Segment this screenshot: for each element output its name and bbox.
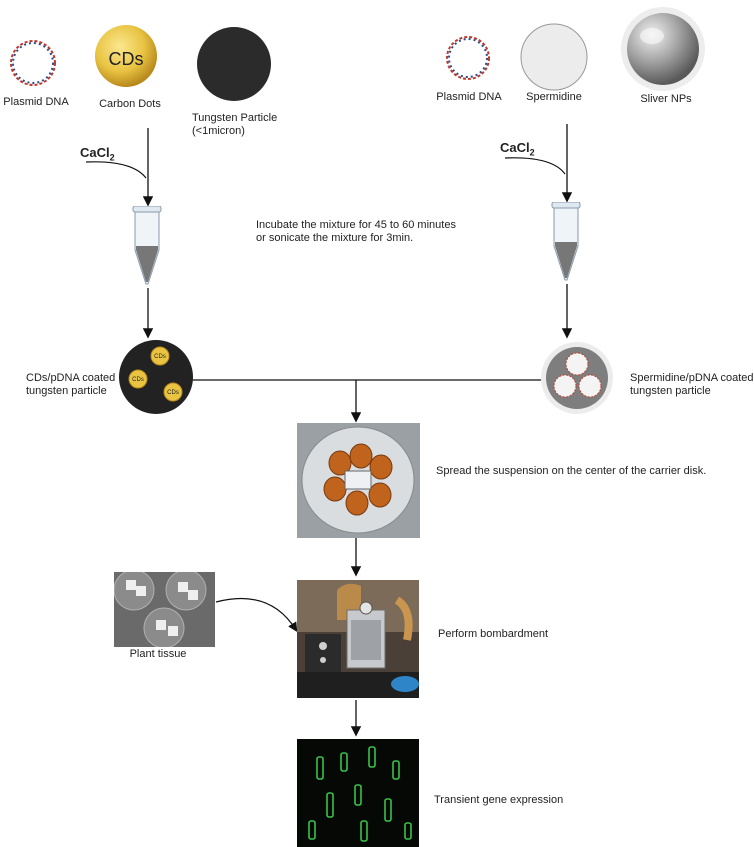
plant-tissue-label: Plant tissue: [129, 648, 187, 660]
tube-icon-right: [551, 202, 581, 281]
gfp-expression-photo: [297, 739, 419, 847]
right-plasmid-label: Plasmid DNA: [436, 91, 502, 103]
cacl2-label-left: CaCl2: [80, 145, 115, 163]
cds-coated-particle-icon: CDs CDs CDs: [119, 340, 193, 414]
left-plasmid-label: Plasmid DNA: [3, 96, 69, 108]
carrier-disk-photo: [297, 423, 420, 538]
tube-icon-left: [132, 206, 162, 285]
silver-np-icon: [621, 7, 705, 91]
cds-small-3: CDs: [167, 390, 179, 396]
spread-instruction: Spread the suspension on the center of t…: [436, 465, 707, 477]
tungsten-label: Tungsten Particle (<1micron): [192, 112, 278, 137]
plasmid-dna-icon-right: [446, 36, 490, 80]
cds-small-1: CDs: [154, 354, 166, 360]
cds-text: CDs: [109, 49, 144, 69]
right-coated-label: Spermidine/pDNA coated tungsten particle: [630, 372, 754, 397]
cds-small-2: CDs: [132, 377, 144, 383]
plasmid-dna-icon-left: [10, 40, 56, 86]
silver-np-label: Sliver NPs: [640, 93, 692, 105]
left-coated-label: CDs/pDNA coated tungsten particle: [26, 372, 116, 397]
spermidine-label: Spermidine: [526, 91, 582, 103]
spermidine-coated-particle-icon: [541, 342, 613, 414]
bombardment-instruction: Perform bombardment: [438, 628, 549, 640]
carbon-dots-icon: CDs: [95, 25, 157, 87]
cacl2-label-right: CaCl2: [500, 140, 535, 158]
spermidine-icon: [520, 23, 588, 91]
tungsten-particle-icon: [197, 27, 271, 101]
expression-label: Transient gene expression: [434, 794, 564, 806]
incubate-instruction: Incubate the mixture for 45 to 60 minute…: [256, 219, 456, 244]
carbon-dots-label: Carbon Dots: [99, 98, 161, 110]
gene-gun-photo: [297, 580, 419, 698]
plant-tissue-photo: [114, 572, 215, 647]
